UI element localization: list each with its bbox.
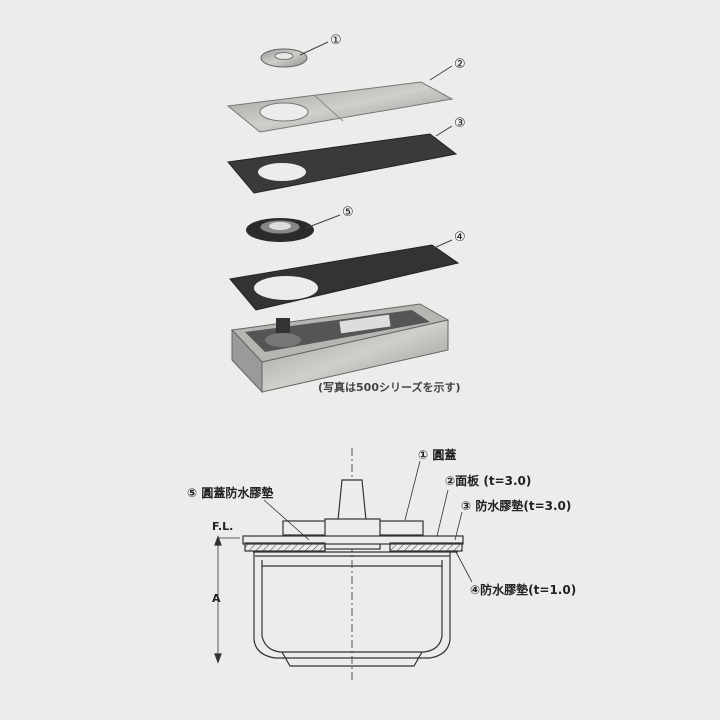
callout-5: ⑤: [342, 205, 354, 220]
floor-hinge-body: [230, 303, 450, 394]
dimension-a-label: A: [212, 592, 221, 605]
face-plate-part: [226, 81, 454, 133]
label-num: ④: [470, 583, 481, 597]
callout-3: ③: [454, 116, 466, 131]
label-num: ②: [445, 474, 456, 488]
label-num: ③: [461, 499, 472, 513]
label-text: 面板 (t=3.0): [455, 474, 532, 488]
label-text: 防水膠墊(t=1.0): [480, 583, 577, 597]
label-num: ⑤: [187, 486, 198, 500]
label-5: ⑤ 圓蓋防水膠墊: [187, 484, 273, 501]
callout-4: ④: [454, 230, 466, 245]
label-text: 防水膠墊(t=3.0): [475, 499, 572, 513]
gasket-4-part: [229, 244, 460, 311]
floor-level-label: F.L.: [212, 520, 234, 533]
cover-gasket-part: [246, 218, 314, 242]
callout-1: ①: [330, 33, 342, 48]
label-num: ①: [418, 448, 429, 462]
callout-leaders: [299, 41, 453, 249]
label-2: ②面板 (t=3.0): [445, 472, 531, 489]
label-3: ③ 防水膠墊(t=3.0): [461, 497, 571, 514]
photo-caption: (写真は500シリーズを示す): [318, 381, 461, 394]
label-text: 圓蓋防水膠墊: [201, 486, 274, 500]
label-4: ④防水膠墊(t=1.0): [470, 581, 576, 598]
label-text: 圓蓋: [432, 448, 457, 462]
label-1: ① 圓蓋: [418, 446, 456, 463]
gasket-3-part: [227, 133, 458, 194]
callout-2: ②: [454, 57, 466, 72]
cover-ring-part: [260, 48, 308, 68]
cross-section-drawing: [214, 448, 473, 680]
